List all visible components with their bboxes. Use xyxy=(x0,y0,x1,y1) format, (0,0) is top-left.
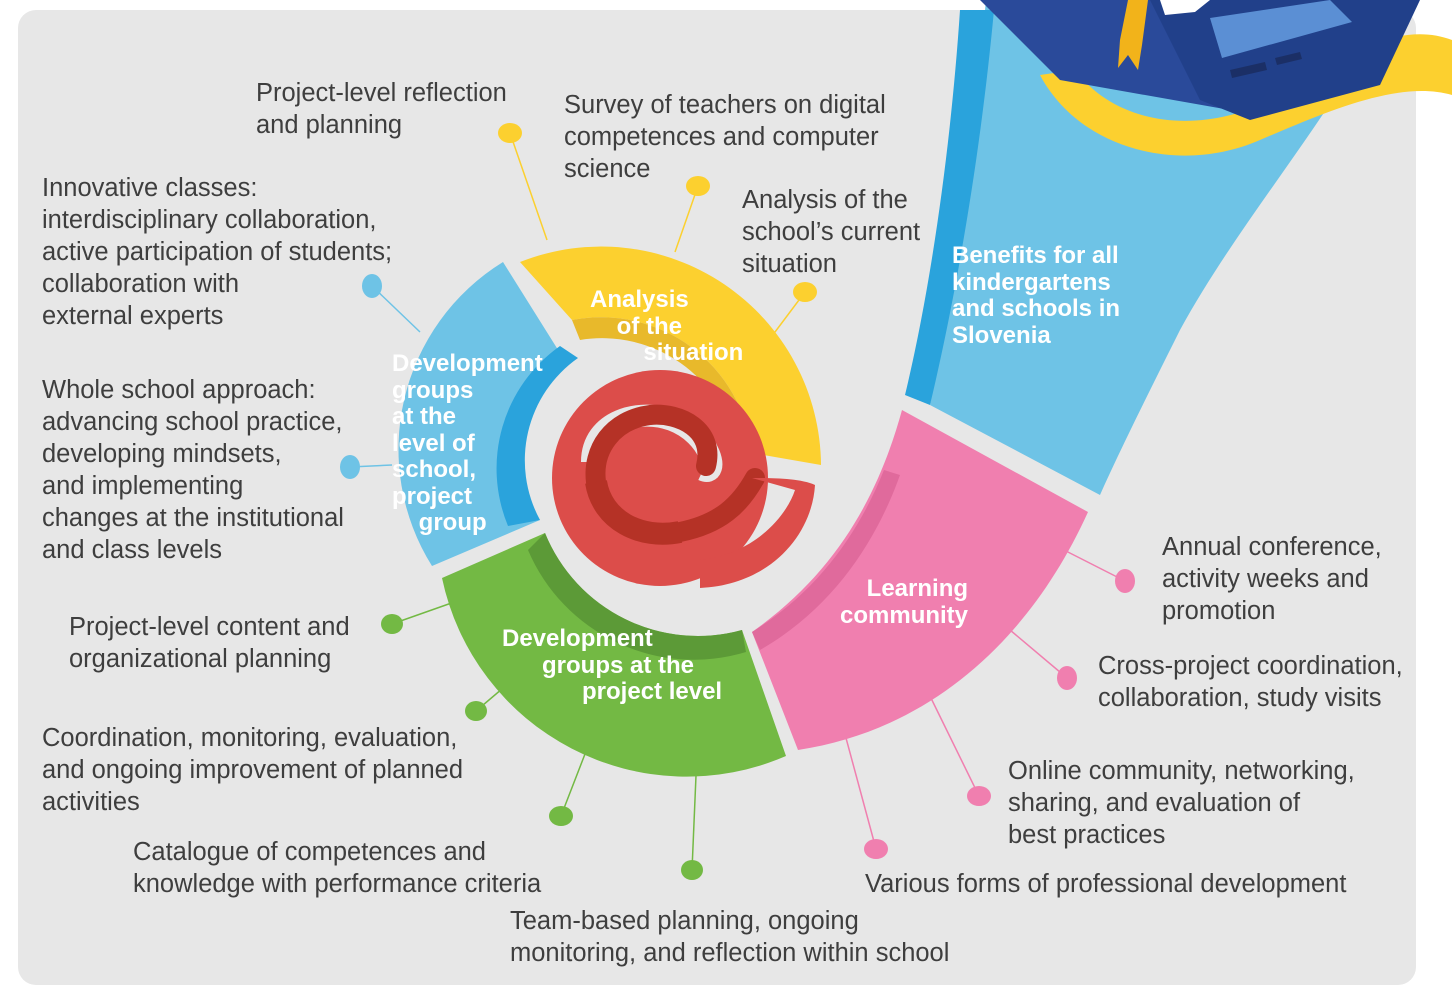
dot-marker xyxy=(1115,569,1135,593)
label-content-planning: Project-level content and organizational… xyxy=(69,613,350,673)
connector-line xyxy=(371,285,421,333)
analysis-segment-title: Analysis of the situation xyxy=(590,286,744,366)
label-team-planning: Team-based planning, ongoing monitoring,… xyxy=(510,907,950,967)
dot-marker xyxy=(864,839,888,859)
dot-marker xyxy=(686,176,710,196)
red-spiral xyxy=(552,370,815,588)
label-cross-project: Cross-project coordination, collaboratio… xyxy=(1098,652,1403,712)
label-survey: Survey of teachers on digital competence… xyxy=(564,91,886,183)
benefits-band-title: Benefits for all kindergartens and schoo… xyxy=(952,242,1121,349)
connector-line xyxy=(509,132,548,241)
school-level-segment-title: Development groups at the level of schoo… xyxy=(392,350,543,536)
dot-marker xyxy=(549,806,573,826)
dot-marker xyxy=(1057,666,1077,690)
learning-community-segment xyxy=(752,410,1088,750)
learning-community-segment-title: Learning community xyxy=(840,575,969,629)
dot-marker xyxy=(681,860,703,880)
dot-marker xyxy=(967,786,991,806)
project-level-segment-title: Development groups at the project level xyxy=(502,625,723,705)
dot-marker xyxy=(793,282,817,302)
label-annual-conference: Annual conference, activity weeks and pr… xyxy=(1162,533,1382,625)
dot-marker xyxy=(498,123,522,143)
dot-marker xyxy=(381,614,403,634)
label-project-reflection: Project-level reflection and planning xyxy=(256,79,507,139)
label-current-situation: Analysis of the school’s current situati… xyxy=(742,186,921,278)
label-catalogue: Catalogue of competences and knowledge w… xyxy=(133,838,542,898)
label-professional-development: Various forms of professional developmen… xyxy=(865,870,1347,898)
project-level-segment xyxy=(442,533,786,777)
label-innovative-classes: Innovative classes: interdisciplinary co… xyxy=(42,174,393,330)
label-coordination: Coordination, monitoring, evaluation, an… xyxy=(42,724,464,816)
dot-marker xyxy=(465,701,487,721)
label-whole-school: Whole school approach: advancing school … xyxy=(42,376,344,564)
school-level-segment xyxy=(398,262,578,566)
dot-marker xyxy=(340,455,360,479)
connector-line xyxy=(674,185,699,253)
connector-line xyxy=(391,599,461,625)
label-online-community: Online community, networking, sharing, a… xyxy=(1008,757,1355,849)
connector-line xyxy=(1059,547,1126,582)
connector-line xyxy=(845,737,877,850)
book-icon xyxy=(980,0,1452,156)
connector-line xyxy=(1009,629,1068,679)
connector-line xyxy=(927,691,980,797)
dot-marker xyxy=(362,274,382,298)
